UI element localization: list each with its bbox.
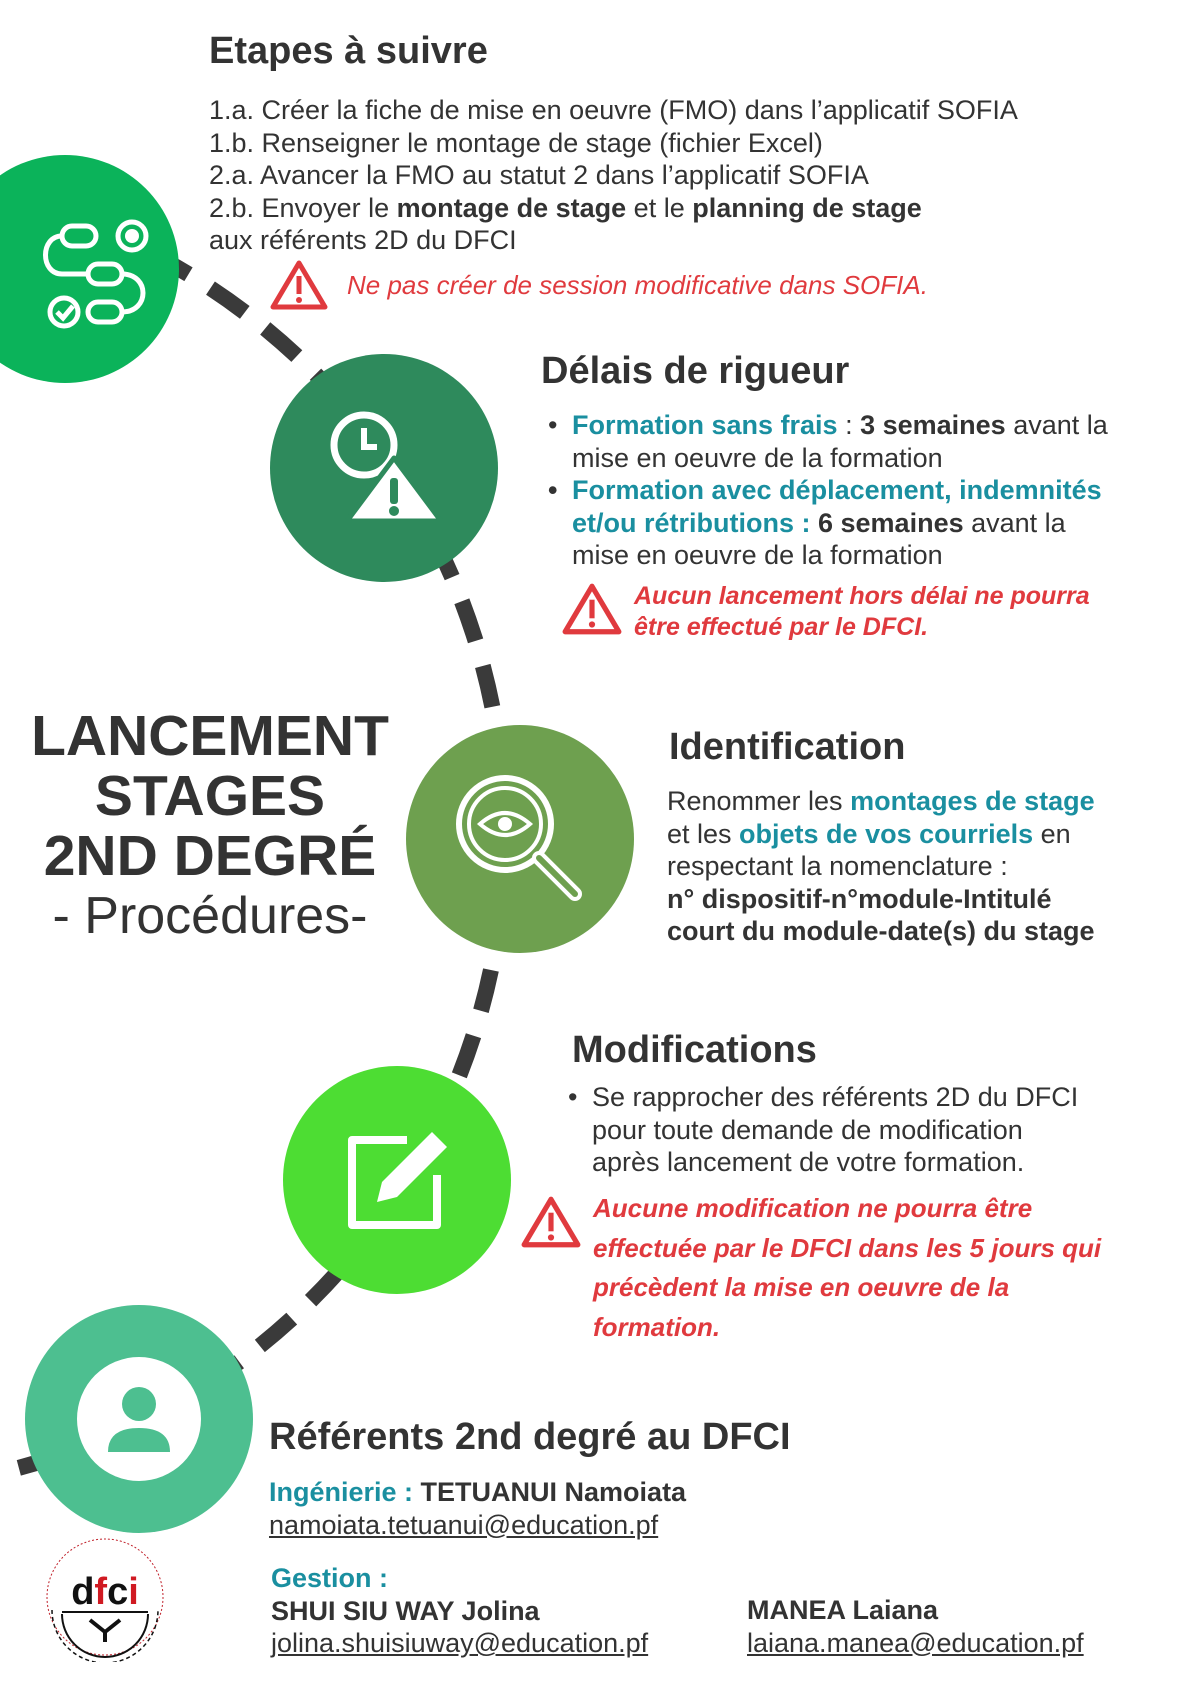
identification-text: Renommer les montages de stage et les ob… xyxy=(667,785,1095,948)
delais-warning-l1: Aucun lancement hors délai ne pourra xyxy=(634,582,1090,610)
dfci-logo: dfci xyxy=(46,1538,164,1662)
mod-warning-l4: formation. xyxy=(593,1311,721,1342)
mod-warning-l3: précèdent la mise en oeuvre de la xyxy=(593,1272,1010,1302)
id-l4: n° dispositif-n°module-Intitulé xyxy=(667,883,1052,914)
step-2b-bold2: planning de stage xyxy=(692,192,922,223)
step-2b-line2: aux référents 2D du DFCI xyxy=(209,225,517,255)
user-icon xyxy=(77,1357,201,1481)
step3-circle xyxy=(406,725,634,953)
delais-item1: Formation sans frais : 3 semaines avant … xyxy=(548,409,1108,442)
identification-heading: Identification xyxy=(669,726,906,768)
gestion2-block: MANEA Laiana laiana.manea@education.pf xyxy=(747,1594,1084,1659)
step-2b-bold1: montage de stage xyxy=(396,192,627,223)
warning-icon xyxy=(270,260,328,310)
step2-circle xyxy=(270,354,498,582)
title-subtitle: - Procédures- xyxy=(52,887,368,945)
item1-sep: : xyxy=(837,410,861,440)
edit-icon xyxy=(348,1132,447,1229)
page-title: LANCEMENT STAGES 2ND DEGRÉ - Procédures- xyxy=(20,706,400,946)
gestion-block: Gestion : SHUI SIU WAY Jolina jolina.shu… xyxy=(271,1562,648,1660)
warning-icon xyxy=(521,1196,581,1248)
item1-bold: 3 semaines xyxy=(860,410,1006,440)
delais-item2: Formation avec déplacement, indemnités xyxy=(548,474,1108,507)
step-2b-mid: et le xyxy=(626,192,693,223)
title-line3: 2ND DEGRÉ xyxy=(43,824,377,888)
gestion2-email-link[interactable]: laiana.manea@education.pf xyxy=(747,1627,1084,1658)
step-2a: 2.a. Avancer la FMO au statut 2 dans l’a… xyxy=(209,160,869,190)
mod-l2: pour toute demande de modification xyxy=(592,1114,1023,1145)
mod-l3: après lancement de votre formation. xyxy=(592,1147,1025,1177)
etapes-list: 1.a. Créer la fiche de mise en oeuvre (F… xyxy=(209,94,1018,257)
item2-bold: 6 semaines xyxy=(818,507,964,538)
gestion2-name: MANEA Laiana xyxy=(747,1595,939,1625)
item2-label-l2: et/ou rétributions : xyxy=(572,507,818,538)
svg-text:dfci: dfci xyxy=(71,1571,139,1613)
item2-rest: avant la xyxy=(963,507,1066,538)
id-l2-teal: objets de vos courriels xyxy=(739,818,1034,849)
id-l3: respectant la nomenclature : xyxy=(667,851,1008,881)
delais-warning: Aucun lancement hors délai ne pourra êtr… xyxy=(634,581,1090,643)
item1-rest: avant la xyxy=(1005,410,1108,440)
clock-warning-icon xyxy=(330,411,444,524)
mod-l1: Se rapprocher des référents 2D du DFCI xyxy=(568,1081,1078,1114)
step-1a: 1.a. Créer la fiche de mise en oeuvre (F… xyxy=(209,95,1018,125)
magnifier-eye-icon xyxy=(456,775,582,901)
delais-list: Formation sans frais : 3 semaines avant … xyxy=(548,409,1108,572)
id-l2-post: en xyxy=(1033,818,1071,849)
etapes-warning: Ne pas créer de session modificative dan… xyxy=(347,270,928,300)
ingenierie-email-link[interactable]: namoiata.tetuanui@education.pf xyxy=(269,1509,659,1540)
mod-warning-l2: effectuée par le DFCI dans les 5 jours q… xyxy=(593,1232,1102,1263)
ingenierie-name: TETUANUI Namoiata xyxy=(420,1477,687,1507)
etapes-heading: Etapes à suivre xyxy=(209,30,488,72)
id-l1-pre: Renommer les xyxy=(667,786,851,816)
delais-warning-l2: être effectué par le DFCI. xyxy=(634,613,929,641)
warning-icon xyxy=(562,583,622,635)
item1-line2: mise en oeuvre de la formation xyxy=(572,442,943,473)
gestion1-name: SHUI SIU WAY Jolina xyxy=(271,1595,540,1626)
gestion-label: Gestion : xyxy=(271,1563,389,1593)
modifications-heading: Modifications xyxy=(572,1029,817,1071)
id-l1-teal: montages de stage xyxy=(850,786,1095,816)
step5-circle xyxy=(25,1305,253,1533)
title-line1: LANCEMENT xyxy=(31,704,389,768)
referents-heading: Référents 2nd degré au DFCI xyxy=(269,1416,791,1458)
item1-label: Formation sans frais xyxy=(572,410,838,440)
modifications-warning: Aucune modification ne pourra être effec… xyxy=(593,1189,1101,1347)
step-2b: 2.b. Envoyer le montage de stage et le p… xyxy=(209,192,1018,225)
step1-circle xyxy=(0,155,179,383)
id-l2-pre: et les xyxy=(667,818,740,849)
mod-warning-l1: Aucune modification ne pourra être xyxy=(593,1193,1033,1223)
workflow-gear-icon xyxy=(43,219,149,329)
item2-line3: mise en oeuvre de la formation xyxy=(572,540,943,570)
ingenierie-block: Ingénierie : TETUANUI Namoiata namoiata.… xyxy=(269,1476,686,1541)
delais-heading: Délais de rigueur xyxy=(541,350,850,392)
ingenierie-label: Ingénierie : xyxy=(269,1477,421,1507)
title-line2: STAGES xyxy=(94,764,326,828)
id-l5: court du module-date(s) du stage xyxy=(667,916,1095,946)
gestion1-email-link[interactable]: jolina.shuisiuway@education.pf xyxy=(271,1628,649,1658)
modifications-text: Se rapprocher des référents 2D du DFCI p… xyxy=(568,1081,1078,1179)
step4-circle xyxy=(283,1066,511,1294)
step-2b-text: 2.b. Envoyer le xyxy=(209,192,397,223)
step-1b: 1.b. Renseigner le montage de stage (fic… xyxy=(209,127,823,158)
